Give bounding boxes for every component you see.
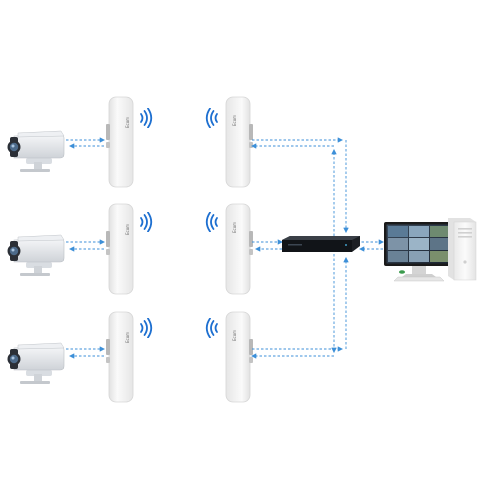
outdoor-cpe-icon: [105, 96, 134, 188]
cpe-brand-label: Ecom: [125, 332, 130, 343]
outdoor-cpe-icon: [105, 311, 134, 403]
wifi-signal-icon: [205, 318, 218, 338]
cpe-brand-label: Ecom: [232, 330, 237, 341]
wifi-signal-icon: [140, 212, 153, 232]
cpe-brand-label: Ecom: [232, 222, 237, 233]
row-2: Ecom Ecom: [7, 203, 284, 295]
row-3: Ecom Ecom: [7, 311, 344, 403]
ip-camera-icon: [7, 130, 65, 173]
trunk-links: [331, 140, 385, 354]
wifi-signal-icon: [205, 108, 218, 128]
outdoor-cpe-icon: [225, 96, 254, 188]
ip-camera-icon: [7, 234, 65, 277]
wifi-signal-icon: [140, 108, 153, 128]
wifi-signal-icon: [205, 212, 218, 232]
cpe-brand-label: Ecom: [125, 224, 130, 235]
ip-camera-icon: [7, 342, 65, 385]
wifi-signal-icon: [140, 318, 153, 338]
desktop-tower-icon: [448, 218, 477, 281]
row-1: Ecom Ecom: [7, 96, 344, 188]
cpe-brand-label: Ecom: [232, 115, 237, 126]
nvr-recorder-icon: [282, 236, 360, 252]
outdoor-cpe-icon: [105, 203, 134, 295]
outdoor-cpe-icon: [225, 203, 254, 295]
cpe-brand-label: Ecom: [125, 117, 130, 128]
outdoor-cpe-icon: [225, 311, 254, 403]
monitor-icon: [384, 222, 454, 282]
